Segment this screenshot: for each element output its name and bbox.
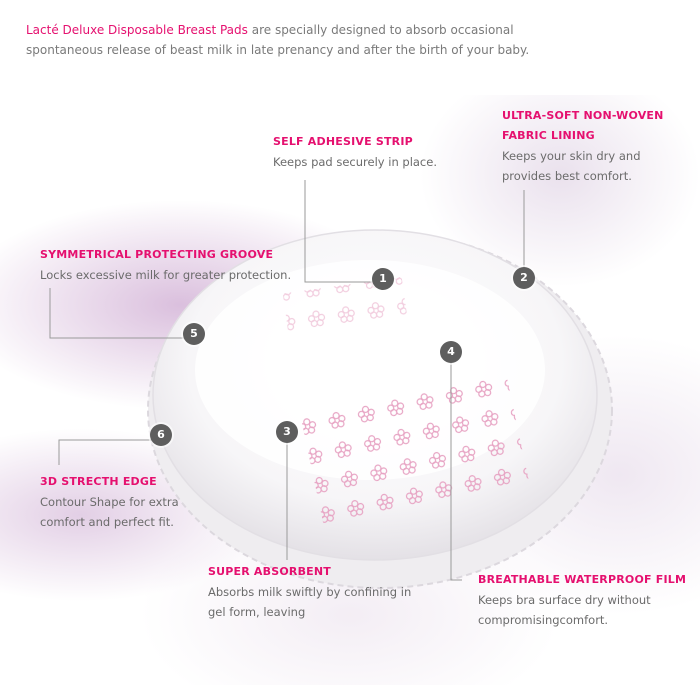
callout-description: Keeps bra surface dry without compromisi…	[478, 593, 651, 627]
marker-6: 6	[150, 424, 172, 446]
marker-5: 5	[183, 323, 205, 345]
callout-waterproof-film: BREATHABLE WATERPROOF FILM Keeps bra sur…	[478, 570, 688, 630]
marker-2: 2	[513, 267, 535, 289]
leader-line-4	[450, 362, 462, 581]
adhesive-strip	[282, 276, 408, 334]
marker-1: 1	[372, 268, 394, 290]
callout-description: Contour Shape for extra comfort and perf…	[40, 495, 179, 529]
leader-line-1	[304, 180, 382, 283]
brand-name: Lacté Deluxe Disposable Breast Pads	[26, 23, 248, 37]
callout-title: ULTRA-SOFT NON-WOVEN FABRIC LINING	[502, 109, 664, 142]
flower-print-film	[300, 374, 530, 526]
callout-3d-stretch-edge: 3D STRECTH EDGE Contour Shape for extra …	[40, 472, 190, 532]
callout-protecting-groove: SYMMETRICAL PROTECTING GROOVE Locks exce…	[40, 245, 300, 285]
leader-line-6	[58, 439, 158, 465]
callout-self-adhesive-strip: SELF ADHESIVE STRIP Keeps pad securely i…	[273, 132, 473, 172]
callout-title: BREATHABLE WATERPROOF FILM	[478, 573, 687, 586]
callout-description: Absorbs milk swiftly by confining in gel…	[208, 585, 412, 619]
callout-description: Locks excessive milk for greater protect…	[40, 268, 292, 282]
callout-description: Keeps your skin dry and provides best co…	[502, 149, 641, 183]
intro-paragraph: Lacté Deluxe Disposable Breast Pads are …	[26, 20, 546, 60]
leader-line-5	[49, 288, 190, 339]
callout-title: SYMMETRICAL PROTECTING GROOVE	[40, 248, 274, 261]
callout-title: SELF ADHESIVE STRIP	[273, 135, 413, 148]
callout-description: Keeps pad securely in place.	[273, 155, 437, 169]
callout-fabric-lining: ULTRA-SOFT NON-WOVEN FABRIC LINING Keeps…	[502, 106, 692, 186]
callout-super-absorbent: SUPER ABSORBENT Absorbs milk swiftly by …	[208, 562, 413, 622]
marker-4: 4	[440, 341, 462, 363]
intro-text: are specially designed to absorb occasio…	[26, 23, 530, 57]
marker-3: 3	[276, 421, 298, 443]
callout-title: 3D STRECTH EDGE	[40, 475, 157, 488]
callout-title: SUPER ABSORBENT	[208, 565, 331, 578]
